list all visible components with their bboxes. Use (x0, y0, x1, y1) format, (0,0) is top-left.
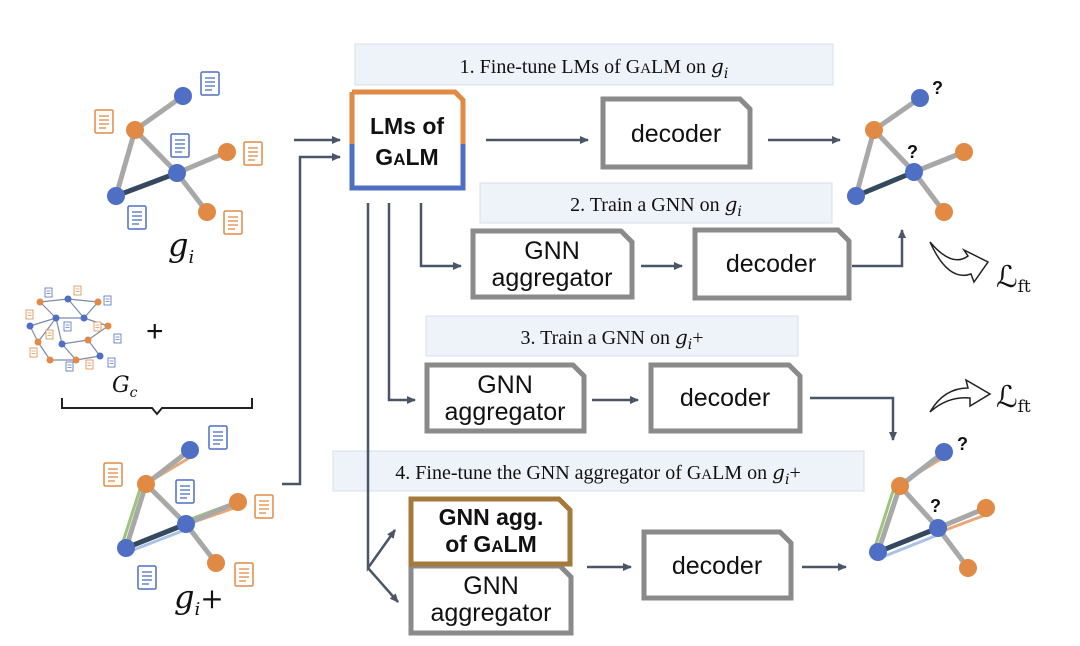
loss-label-1: ℒft (996, 260, 1031, 297)
outline-arrow-icon (929, 241, 990, 284)
svg-text:3. Train a GNN on gi+: 3. Train a GNN on gi+ (520, 325, 703, 353)
brace (61, 398, 253, 416)
question-mark: ? (907, 142, 918, 162)
step1-text: 1. Fine-tune LMs of G (460, 56, 641, 78)
document-icon (175, 479, 195, 504)
step3-banner: 3. Train a GNN on gi+ (425, 315, 799, 357)
graph-icon (847, 89, 973, 221)
decoder-box-1: decoder (600, 96, 753, 170)
gnn-agg-of-galm-box: GNN agg. of GALM (408, 496, 573, 567)
document-icon (208, 425, 228, 450)
decoder-box-2: decoder (692, 227, 852, 301)
document-icon (243, 141, 263, 166)
gnn-label: GNN (524, 237, 580, 265)
document-icon (137, 565, 157, 590)
label-gi-plus: gi+ (174, 578, 224, 620)
aggregator-label: aggregator (492, 264, 613, 292)
lms-box-line1: LMs of (370, 113, 444, 139)
question-mark: ? (932, 78, 943, 98)
step4-text: 4. Fine-tune the GNN aggregator of G (395, 462, 701, 484)
outline-arrow-icon (929, 378, 992, 413)
gnn-aggregator-box-1: GNN aggregator (470, 228, 635, 300)
decoder-box-3: decoder (648, 362, 803, 434)
question-mark: ? (957, 434, 968, 454)
graph-icon (869, 443, 995, 577)
svg-text:1. Fine-tune LMs of GALM on gi: 1. Fine-tune LMs of GALM on gi (460, 54, 729, 82)
gnn-aggregator-box-3: GNN aggregator (408, 563, 574, 636)
decoder-box-4: decoder (641, 529, 794, 601)
document-icon (223, 210, 243, 235)
decoder-label: decoder (680, 384, 770, 412)
svg-text:4. Fine-tune the GNN aggregato: 4. Fine-tune the GNN aggregator of GALM … (395, 460, 800, 488)
aggregator-label: aggregator (445, 398, 566, 426)
graph-icon (94, 71, 263, 235)
step4-banner: 4. Fine-tune the GNN aggregator of GALM … (332, 450, 865, 492)
lms-of-galm-box: LMs of GALM (349, 89, 466, 191)
question-mark: ? (930, 496, 941, 516)
decoder-label: decoder (631, 120, 721, 148)
plus-sign: + (146, 315, 164, 348)
document-icon (254, 494, 274, 519)
step2-banner: 2. Train a GNN on gi (479, 182, 833, 224)
gnn-aggregator-box-2: GNN aggregator (424, 362, 587, 434)
label-gc: Gc (112, 373, 138, 401)
document-icon (103, 462, 123, 487)
lms-box-line2: GALM (375, 144, 438, 170)
aggregator-label: aggregator (431, 599, 552, 627)
flow-arrows (282, 136, 906, 603)
gnn-label: GNN (463, 572, 519, 600)
step3-text: 3. Train a GNN on (520, 327, 674, 349)
gnn-agg-line1: GNN agg. (439, 504, 544, 530)
loss-label-2: ℒft (996, 380, 1031, 417)
decoder-label: decoder (726, 250, 816, 278)
document-icon (94, 109, 114, 134)
gnn-agg-line2: of GALM (445, 531, 537, 557)
svg-text:2. Train a GNN on gi: 2. Train a GNN on gi (570, 192, 742, 220)
decoder-label: decoder (672, 552, 762, 580)
graph-icon (103, 425, 274, 590)
label-gi: gi (168, 226, 194, 268)
step2-text: 2. Train a GNN on (570, 194, 724, 216)
gnn-label: GNN (477, 371, 533, 399)
document-icon (127, 205, 147, 230)
document-icon (170, 133, 190, 158)
document-icon (234, 562, 254, 587)
corpus-graph-icon (25, 285, 122, 372)
document-icon (200, 71, 220, 96)
step1-banner: 1. Fine-tune LMs of GALM on gi (354, 43, 834, 86)
